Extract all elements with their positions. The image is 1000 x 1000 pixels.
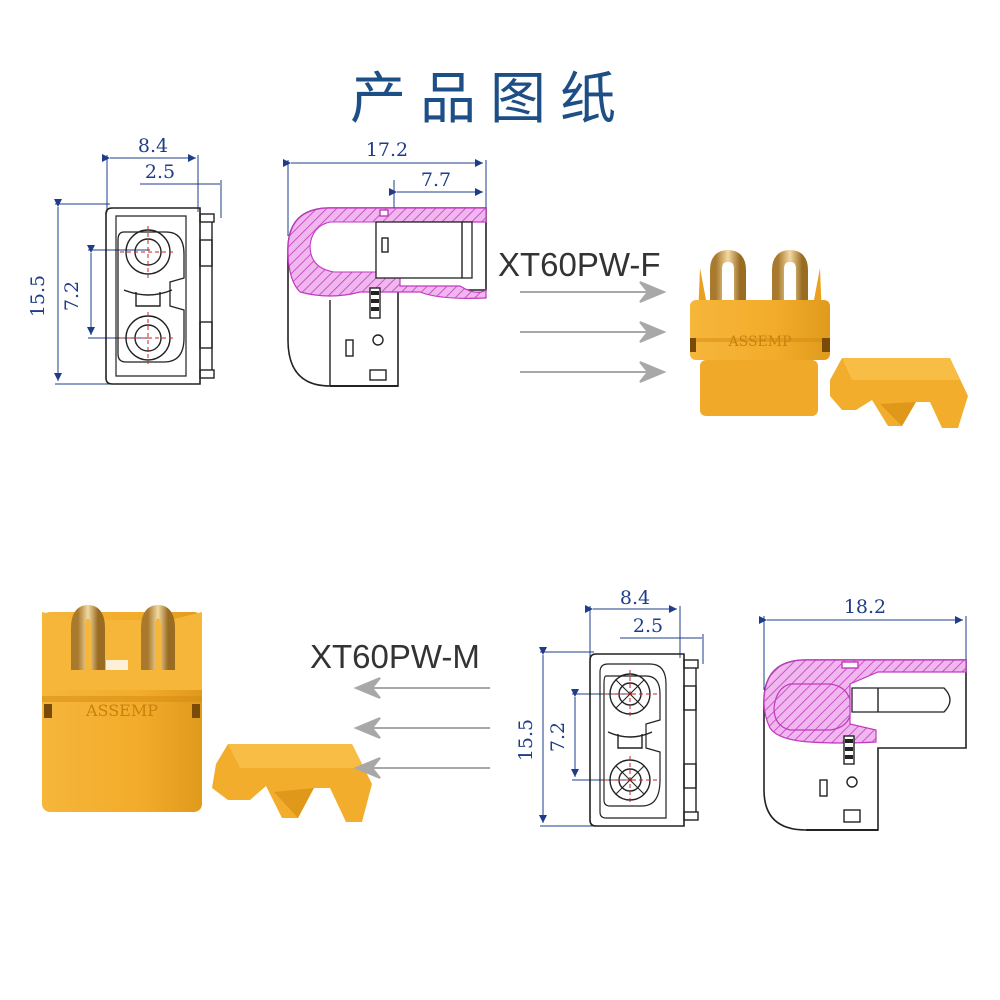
female-front-height-label: 15.5 [27,275,49,317]
female-side-view [283,159,487,387]
male-front-view [539,605,704,827]
female-side-length-label: 17.2 [366,139,408,161]
male-front-width-label: 8.4 [620,587,650,609]
female-cap-photo [830,358,968,428]
female-front-view [54,154,222,385]
male-model-label: XT60PW-M [310,638,480,675]
male-side-view [759,616,967,831]
male-connector-photo: ASSEMP [42,604,202,812]
female-front-width-label: 8.4 [138,135,168,157]
page-title: 产品图纸 [350,67,630,132]
male-front-pitch-label: 7.2 [547,722,569,752]
svg-text:ASSEMP: ASSEMP [727,334,791,350]
female-model-label: XT60PW-F [498,246,661,283]
male-front-height-label: 15.5 [515,719,537,761]
male-side-length-label: 18.2 [844,596,886,618]
female-connector-photo: ASSEMP [690,249,830,416]
male-front-offset-label: 2.5 [633,615,663,637]
arrow-left-icon [353,677,490,779]
female-front-offset-label: 2.5 [145,161,175,183]
female-front-pitch-label: 7.2 [61,281,83,311]
male-cap-photo [212,744,372,822]
svg-text:ASSEMP: ASSEMP [85,701,158,720]
female-side-depth-label: 7.7 [421,169,451,191]
arrow-right-icon [520,281,667,383]
